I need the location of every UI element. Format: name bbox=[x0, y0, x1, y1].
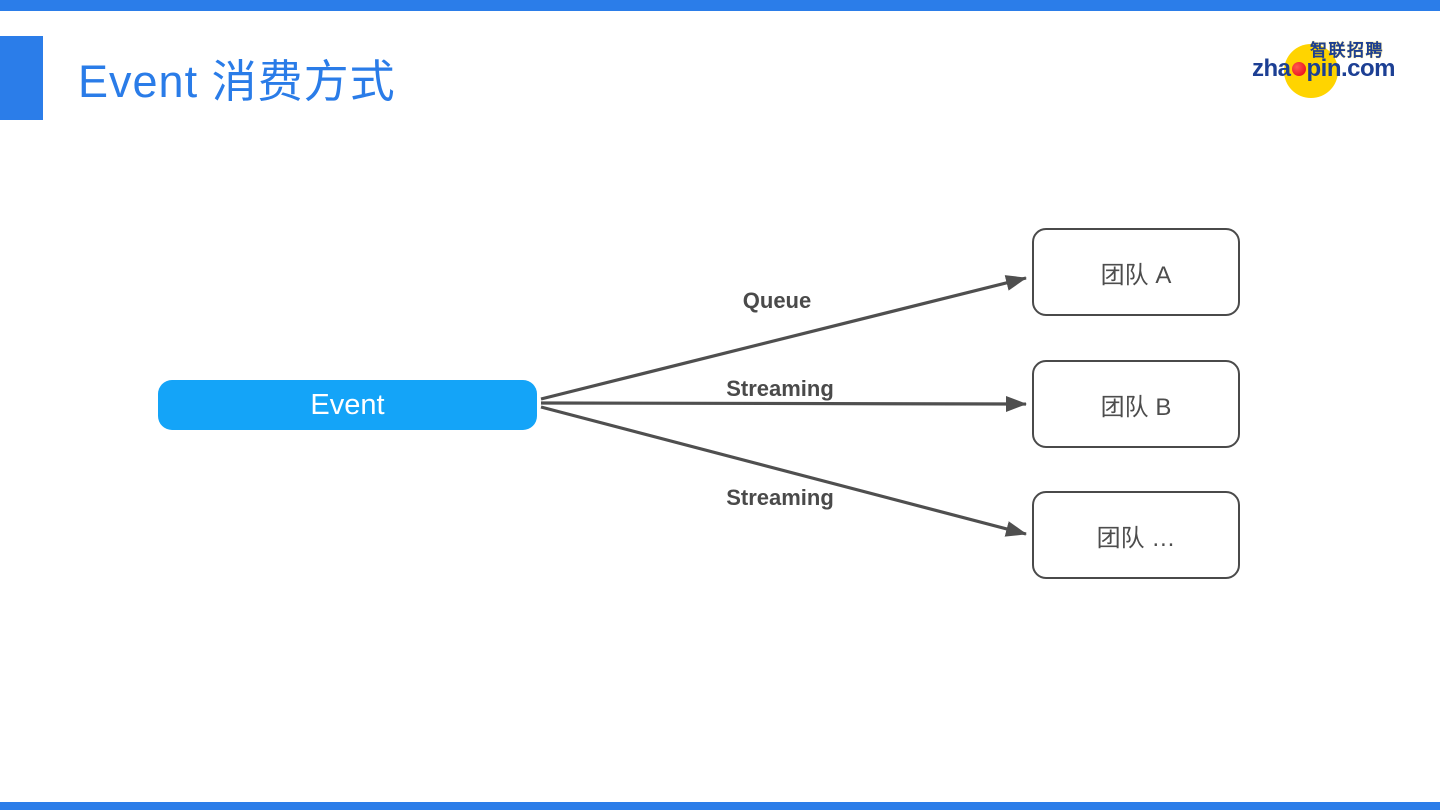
title-accent-square bbox=[0, 36, 43, 120]
edge-label-streaming-mid: Streaming bbox=[726, 376, 834, 401]
arrow-streaming-bottom bbox=[540, 405, 1027, 537]
logo-english-text: zha pin.com bbox=[1252, 55, 1396, 83]
event-source-label: Event bbox=[310, 388, 385, 421]
edge-label-streaming-bottom: Streaming bbox=[726, 485, 834, 510]
bottom-accent-bar bbox=[0, 802, 1440, 810]
page-title: Event 消费方式 bbox=[78, 56, 396, 107]
team-box-a-label: 团队 A bbox=[1100, 261, 1172, 289]
event-source-box: Event bbox=[158, 380, 537, 430]
zhaopin-logo: 智联招聘 zha pin.com bbox=[1252, 38, 1396, 98]
team-box-a: 团队 A bbox=[1032, 228, 1240, 316]
arrow-streaming-mid bbox=[540, 395, 1027, 412]
logo-en-prefix: zha bbox=[1252, 55, 1291, 82]
red-dot-o-icon bbox=[1291, 62, 1306, 76]
top-accent-bar bbox=[0, 0, 1440, 11]
team-box-dots: 团队 … bbox=[1032, 491, 1240, 579]
team-box-b-label: 团队 B bbox=[1100, 393, 1172, 421]
logo-chinese-text: 智联招聘 bbox=[1310, 41, 1384, 60]
team-box-b: 团队 B bbox=[1032, 360, 1240, 448]
edge-label-queue: Queue bbox=[742, 288, 812, 313]
logo-en-suffix: pin.com bbox=[1306, 55, 1396, 82]
team-box-dots-label: 团队 … bbox=[1096, 524, 1176, 552]
